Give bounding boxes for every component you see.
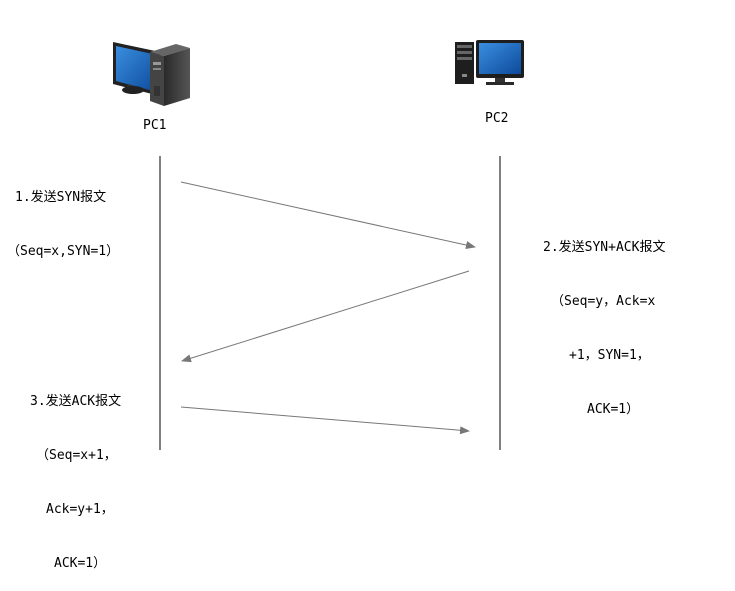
step-2-params-3: ACK=1）	[587, 402, 640, 417]
syn-ack-arrow	[181, 270, 470, 363]
step-1-title: 1.发送SYN报文	[15, 190, 107, 205]
step-2-title: 2.发送SYN+ACK报文	[543, 240, 666, 255]
step-2-label: 2.发送SYN+ACK报文 （Seq=y，Ack=x +1，SYN=1， ACK…	[543, 203, 665, 437]
step-3-params-1: （Seq=x+1，	[36, 448, 117, 463]
step-3-title: 3.发送ACK报文	[30, 394, 122, 409]
tower-computer-icon	[113, 42, 190, 106]
step-1-params: （Seq=x,SYN=1）	[7, 244, 120, 259]
desktop-computer-icon	[455, 40, 524, 85]
step-2-params-2: +1，SYN=1，	[569, 348, 650, 363]
pc1-label: PC1	[143, 118, 167, 133]
syn-arrow	[180, 181, 476, 249]
ack-arrow	[180, 406, 470, 435]
pc2-label: PC2	[485, 111, 509, 126]
step-3-params-2: Ack=y+1，	[46, 502, 114, 517]
step-3-params-3: ACK=1）	[54, 556, 107, 571]
step-3-label: 3.发送ACK报文 （Seq=x+1， Ack=y+1， ACK=1）	[30, 357, 121, 591]
step-1-label: 1.发送SYN报文 （Seq=x,SYN=1）	[7, 153, 119, 279]
step-2-params-1: （Seq=y，Ack=x	[551, 294, 656, 309]
handshake-diagram	[113, 40, 524, 450]
